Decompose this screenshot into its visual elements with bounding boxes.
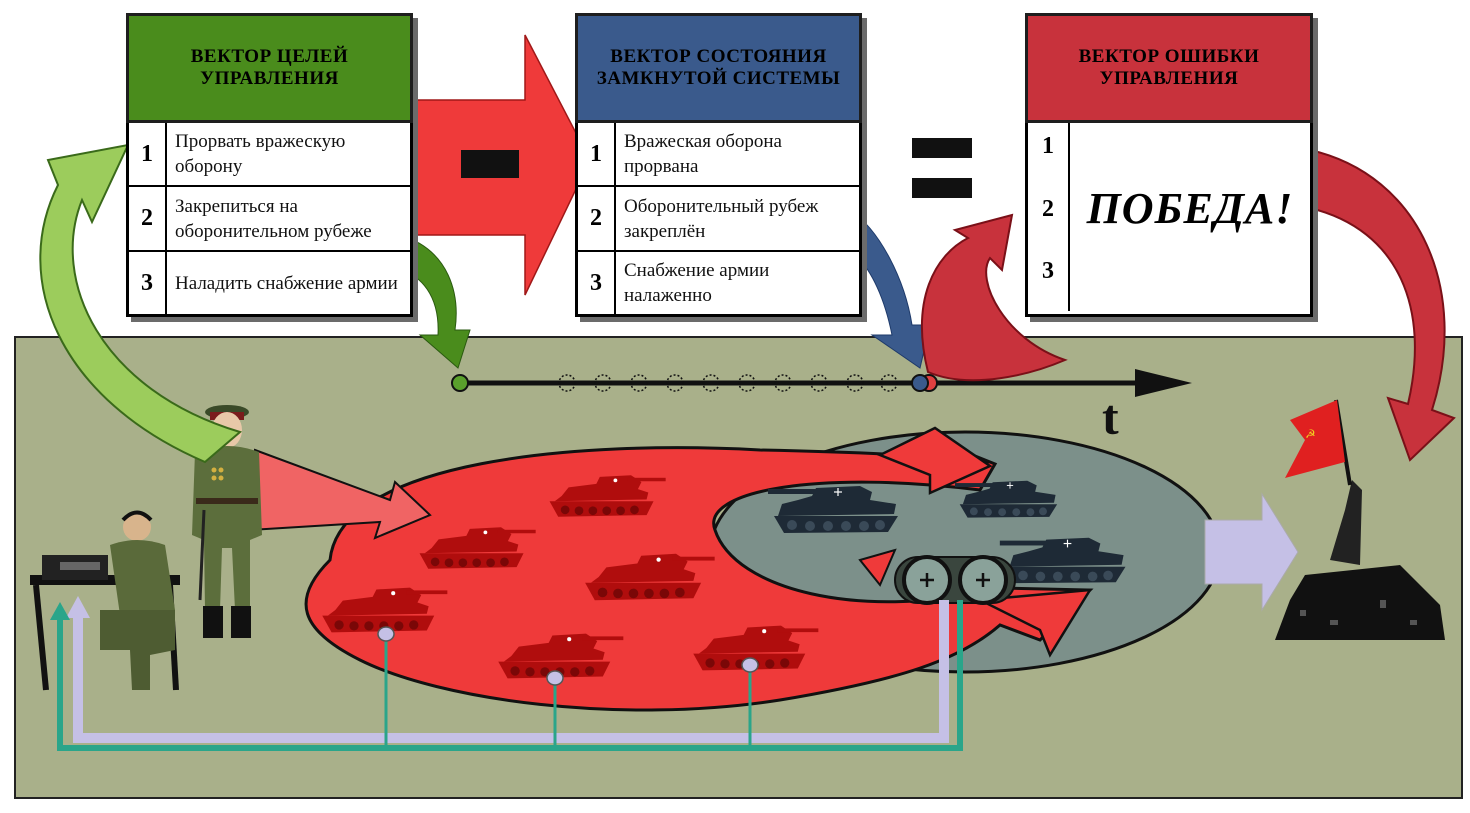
sensor-nodes — [377, 626, 759, 686]
timeline — [451, 369, 1192, 397]
state-row-2: 2 Оборонительный рубеж закреплён — [578, 187, 859, 252]
attack-arrow-upper — [876, 426, 993, 495]
victory-flag-monument-icon: ☭ — [1275, 399, 1445, 640]
state-vector-title: ВЕКТОР СОСТОЯНИЯ ЗАМКНУТОЙ СИСТЕМЫ — [575, 13, 862, 123]
state-row-number: 1 — [578, 123, 616, 185]
svg-text:☭: ☭ — [1305, 427, 1316, 441]
victory-text: ПОБЕДА! — [1086, 184, 1294, 233]
state-to-timeline-arrow — [841, 209, 931, 369]
timeline-to-error-arrow — [920, 213, 1068, 382]
sensor-probes — [384, 636, 752, 745]
minus-sign-icon — [461, 150, 519, 178]
goals-row-text: Закрепиться на оборонительном рубеже — [175, 195, 372, 242]
goals-vector-title: ВЕКТОР ЦЕЛЕЙ УПРАВЛЕНИЯ — [126, 13, 413, 123]
attack-arrow-mid — [858, 548, 897, 587]
goals-row-1: 1 Прорвать вражескую оборону — [129, 123, 410, 187]
state-row-3: 3 Снабжение армии налаженно — [578, 252, 859, 314]
state-vector-box: ВЕКТОР СОСТОЯНИЯ ЗАМКНУТОЙ СИСТЕМЫ 1 Вра… — [575, 13, 862, 317]
command-arrow — [248, 448, 432, 540]
goals-row-number: 3 — [129, 252, 167, 314]
attack-arrow-lower — [975, 588, 1093, 658]
equals-sign-icon — [912, 138, 972, 198]
goals-row-number: 2 — [129, 187, 167, 250]
state-title-text: ВЕКТОР СОСТОЯНИЯ ЗАМКНУТОЙ СИСТЕМЫ — [596, 46, 841, 89]
feedback-line-teal — [57, 600, 963, 751]
goals-vector-box: ВЕКТОР ЦЕЛЕЙ УПРАВЛЕНИЯ 1 Прорвать враже… — [126, 13, 413, 317]
wheel-sensor-icon — [894, 555, 1016, 605]
soldier-officer-icon — [192, 405, 262, 638]
error-numbers: 1 2 3 — [1028, 123, 1070, 311]
error-number: 1 — [1042, 133, 1054, 159]
error-vector-title: ВЕКТОР ОШИБКИ УПРАВЛЕНИЯ — [1025, 13, 1313, 123]
goals-row-number: 1 — [129, 123, 167, 185]
state-row-number: 3 — [578, 252, 616, 314]
feedback-arrowhead-lilac — [66, 596, 90, 618]
feedback-arrowhead-teal — [50, 602, 70, 620]
goals-title-text: ВЕКТОР ЦЕЛЕЙ УПРАВЛЕНИЯ — [190, 46, 349, 89]
error-number: 2 — [1042, 195, 1054, 222]
state-row-text: Снабжение армии налаженно — [624, 260, 770, 306]
goals-row-2: 2 Закрепиться на оборонительном рубеже — [129, 187, 410, 252]
goal-to-timeline-arrow — [399, 234, 471, 369]
friendly-zone — [304, 440, 1094, 712]
goals-row-text: Прорвать вражескую оборону — [175, 131, 346, 177]
state-row-text: Оборонительный рубеж закреплён — [624, 195, 819, 242]
error-body: 1 2 3 ПОБЕДА! — [1028, 123, 1310, 311]
time-axis-label: t — [1102, 389, 1119, 445]
error-vector-box: ВЕКТОР ОШИБКИ УПРАВЛЕНИЯ 1 2 3 ПОБЕДА! — [1025, 13, 1313, 317]
victory-arrow — [1204, 492, 1299, 612]
error-title-text: ВЕКТОР ОШИБКИ УПРАВЛЕНИЯ — [1078, 46, 1260, 89]
feedback-line-lilac — [73, 600, 949, 743]
error-to-victory-arrow — [1309, 148, 1456, 462]
state-row-1: 1 Вражеская оборона прорвана — [578, 123, 859, 187]
radio-operator-icon — [30, 510, 180, 691]
state-row-number: 2 — [578, 187, 616, 250]
goals-row-3: 3 Наладить снабжение армии — [129, 252, 410, 314]
error-number: 3 — [1042, 258, 1054, 285]
state-row-text: Вражеская оборона прорвана — [624, 131, 782, 177]
goals-row-text: Наладить снабжение армии — [175, 272, 398, 294]
